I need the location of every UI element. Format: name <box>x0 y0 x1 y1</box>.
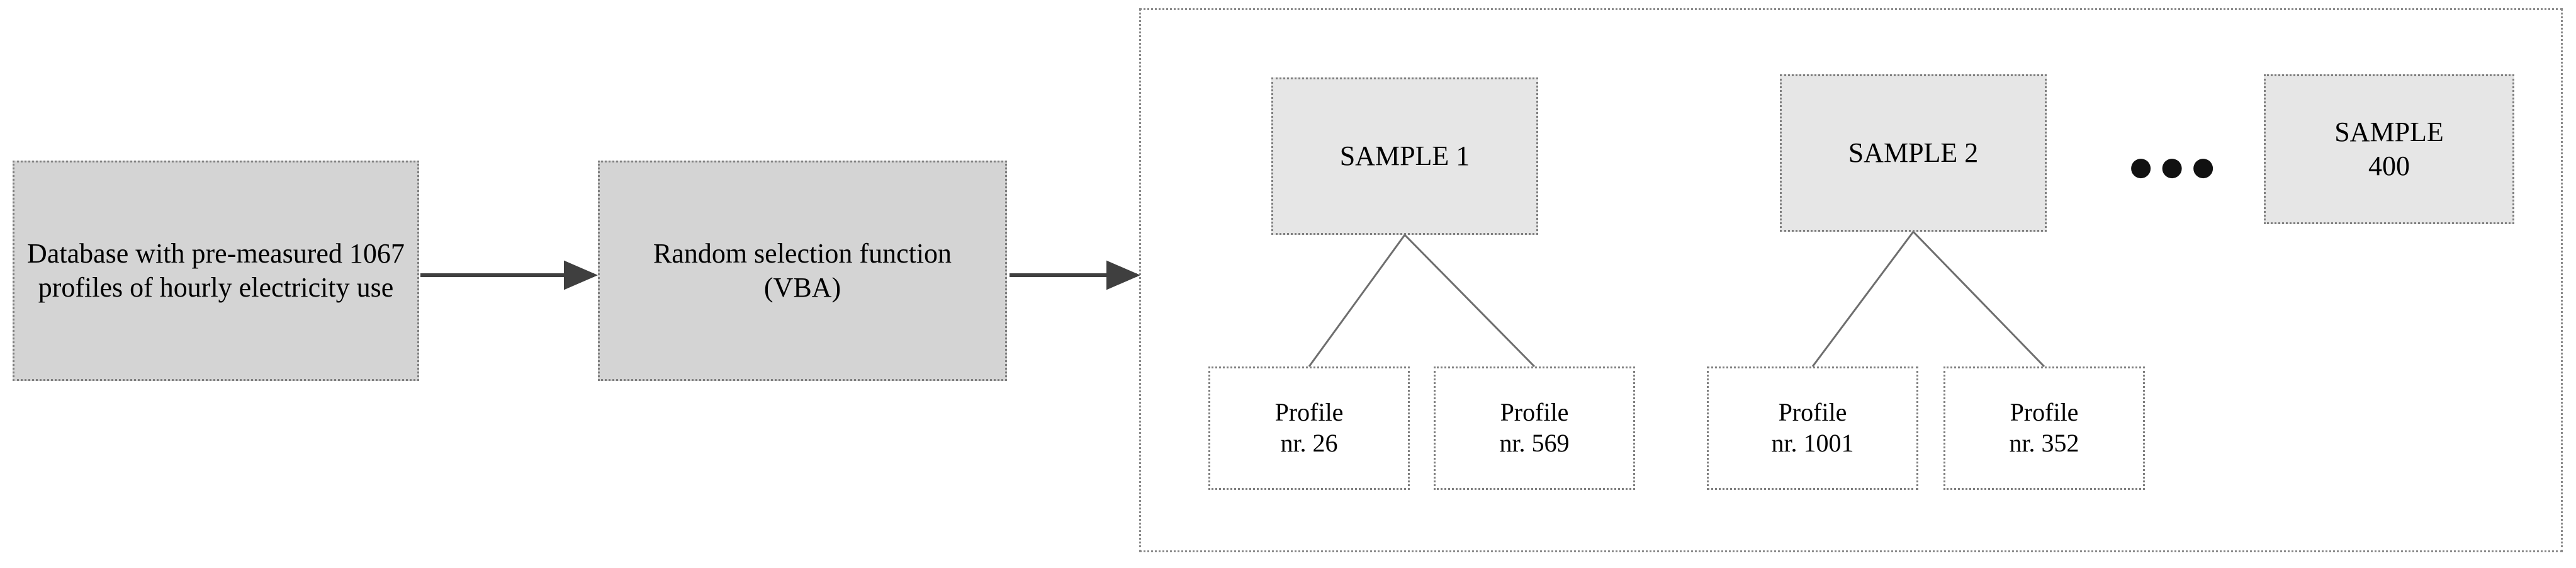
node-profile-1001[interactable]: Profile nr. 1001 <box>1707 366 1918 490</box>
node-sample-2[interactable]: SAMPLE 2 <box>1780 74 2047 232</box>
node-random-selection-function-label: Random selection function (VBA) <box>653 238 952 303</box>
node-sample-400-label: SAMPLE 400 <box>2334 116 2444 181</box>
node-profile-26[interactable]: Profile nr. 26 <box>1208 366 1410 490</box>
node-sample-2-label: SAMPLE 2 <box>1848 137 1979 169</box>
ellipsis-icon: ●●● <box>2127 141 2221 191</box>
node-profile-569-label: Profile nr. 569 <box>1499 398 1570 457</box>
node-random-selection-function[interactable]: Random selection function (VBA) <box>598 161 1007 381</box>
node-sample-1-label: SAMPLE 1 <box>1339 140 1470 172</box>
node-profile-26-label: Profile nr. 26 <box>1274 398 1344 457</box>
node-profile-352-label: Profile nr. 352 <box>2009 398 2079 457</box>
node-profile-1001-label: Profile nr. 1001 <box>1771 398 1854 457</box>
node-database-label: Database with pre-measured 1067 profiles… <box>27 238 405 303</box>
node-database[interactable]: Database with pre-measured 1067 profiles… <box>13 161 419 381</box>
node-sample-400[interactable]: SAMPLE 400 <box>2264 74 2514 224</box>
node-profile-569[interactable]: Profile nr. 569 <box>1434 366 1635 490</box>
node-profile-352[interactable]: Profile nr. 352 <box>1943 366 2145 490</box>
node-sample-1[interactable]: SAMPLE 1 <box>1271 77 1538 235</box>
